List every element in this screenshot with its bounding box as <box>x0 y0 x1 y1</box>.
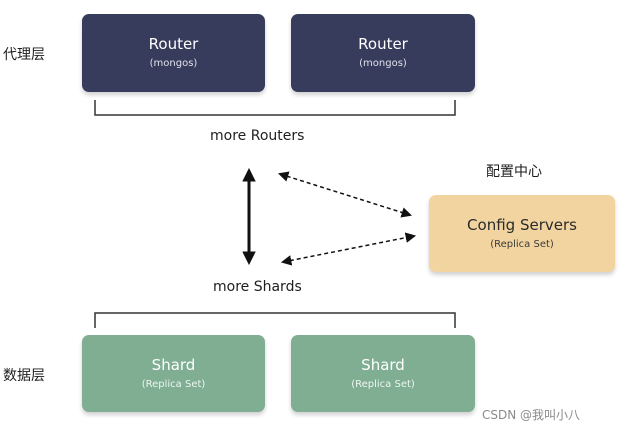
router-box-1: Router (mongos) <box>82 14 265 92</box>
router-subtitle: (mongos) <box>149 58 198 69</box>
shards-config-dashed-arrow <box>280 232 417 266</box>
csdn-watermark: CSDN @我叫小八 <box>482 408 581 422</box>
shard-bracket <box>94 312 456 328</box>
shard-subtitle: (Replica Set) <box>141 378 206 390</box>
more-routers-label: more Routers <box>210 128 305 144</box>
router-subtitle: (mongos) <box>359 58 407 69</box>
shard-subtitle: (Replica Set) <box>351 378 415 390</box>
shard-box-1: Shard (Replica Set) <box>82 335 265 412</box>
router-title: Router <box>358 35 408 53</box>
shard-box-2: Shard (Replica Set) <box>291 335 475 412</box>
config-center-label: 配置中心 <box>486 164 542 180</box>
shard-title: Shard <box>151 355 196 374</box>
router-bracket <box>94 100 456 116</box>
more-shards-label: more Shards <box>213 279 302 295</box>
shard-title: Shard <box>361 355 405 374</box>
proxy-layer-label: 代理层 <box>3 47 45 63</box>
config-servers-subtitle: (Replica Set) <box>490 238 554 250</box>
config-servers-title: Config Servers <box>467 215 577 234</box>
router-box-2: Router (mongos) <box>291 14 475 92</box>
routers-config-dashed-arrow <box>277 171 413 218</box>
router-title: Router <box>148 35 199 53</box>
data-layer-label: 数据层 <box>3 368 45 384</box>
config-servers-box: Config Servers (Replica Set) <box>429 195 615 272</box>
